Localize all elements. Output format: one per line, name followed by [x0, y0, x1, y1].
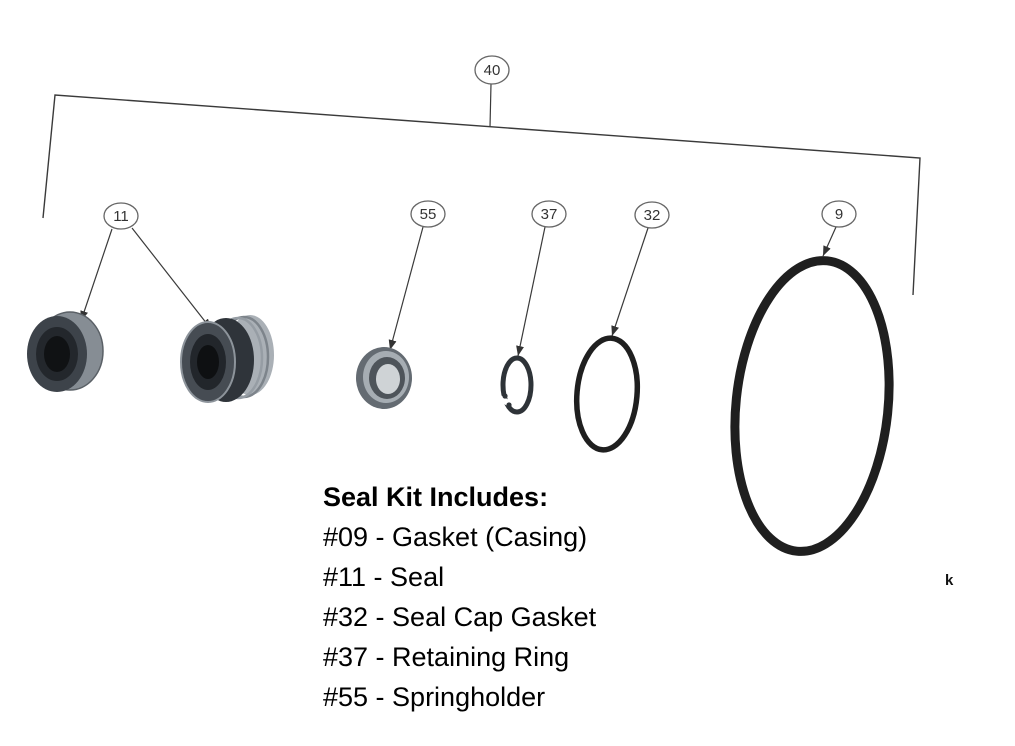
seal-seat-bore [44, 336, 70, 372]
callout-9-leader [822, 226, 837, 257]
legend-item-gasket-casing: #09 - Gasket (Casing) [323, 522, 588, 552]
callout-55-leader [388, 226, 424, 351]
seal-kit-legend: Seal Kit Includes: #09 - Gasket (Casing)… [323, 477, 743, 717]
callout-32-leader [611, 227, 649, 337]
callout-11-group: 11 [80, 202, 212, 330]
retaining-ring-body [500, 355, 534, 415]
retaining-ring-ear-top [502, 393, 508, 399]
callout-11-label: 11 [113, 208, 129, 225]
part-11-seal-head [180, 315, 274, 403]
callout-55-bubble [410, 200, 446, 228]
callout-9-group: 9 [821, 200, 857, 257]
part-55-springholder [356, 347, 412, 409]
callout-55-label: 55 [420, 206, 437, 223]
part-9-casing-gasket [730, 256, 894, 556]
callout-37-group: 37 [516, 200, 567, 357]
callout-11-leader-left [80, 228, 113, 322]
callout-32-bubble [634, 201, 670, 229]
callout-9-bubble [821, 200, 857, 228]
seal-head-face-highlight [180, 321, 236, 403]
assembly-bracket-40: 40 [42, 55, 921, 296]
stray-cursor-mark: k [945, 572, 954, 589]
callout-37-leader [516, 226, 546, 357]
part-11-seal-seat [27, 311, 104, 392]
callout-32-group: 32 [611, 201, 670, 337]
callout-37-bubble [531, 200, 567, 228]
assembly-bracket-line [42, 94, 921, 296]
callout-9-label: 9 [835, 206, 843, 223]
part-32-seal-cap-gasket [573, 335, 641, 453]
part-37-retaining-ring [496, 355, 534, 415]
callout-40-leader-line [489, 83, 492, 128]
legend-title: Seal Kit Includes: [323, 482, 549, 512]
casing-gasket-ring [730, 256, 894, 556]
callout-11-bubble [103, 202, 139, 230]
retaining-ring-ear-bottom [506, 402, 512, 408]
legend-item-springholder: #55 - Springholder [323, 682, 546, 712]
callout-55-group: 55 [388, 200, 446, 351]
callout-40-label: 40 [484, 62, 501, 79]
seal-cap-gasket-ring [573, 335, 641, 453]
legend-item-seal: #11 - Seal [323, 562, 445, 592]
callout-37-label: 37 [541, 206, 558, 223]
callout-32-label: 32 [644, 207, 661, 224]
callout-11-leader-right [131, 227, 212, 330]
seal-head-bore [197, 345, 219, 379]
legend-item-retaining-ring: #37 - Retaining Ring [323, 642, 570, 672]
springholder-bore [376, 364, 400, 394]
callout-40-bubble [474, 55, 510, 85]
legend-item-seal-cap-gasket: #32 - Seal Cap Gasket [323, 602, 597, 632]
